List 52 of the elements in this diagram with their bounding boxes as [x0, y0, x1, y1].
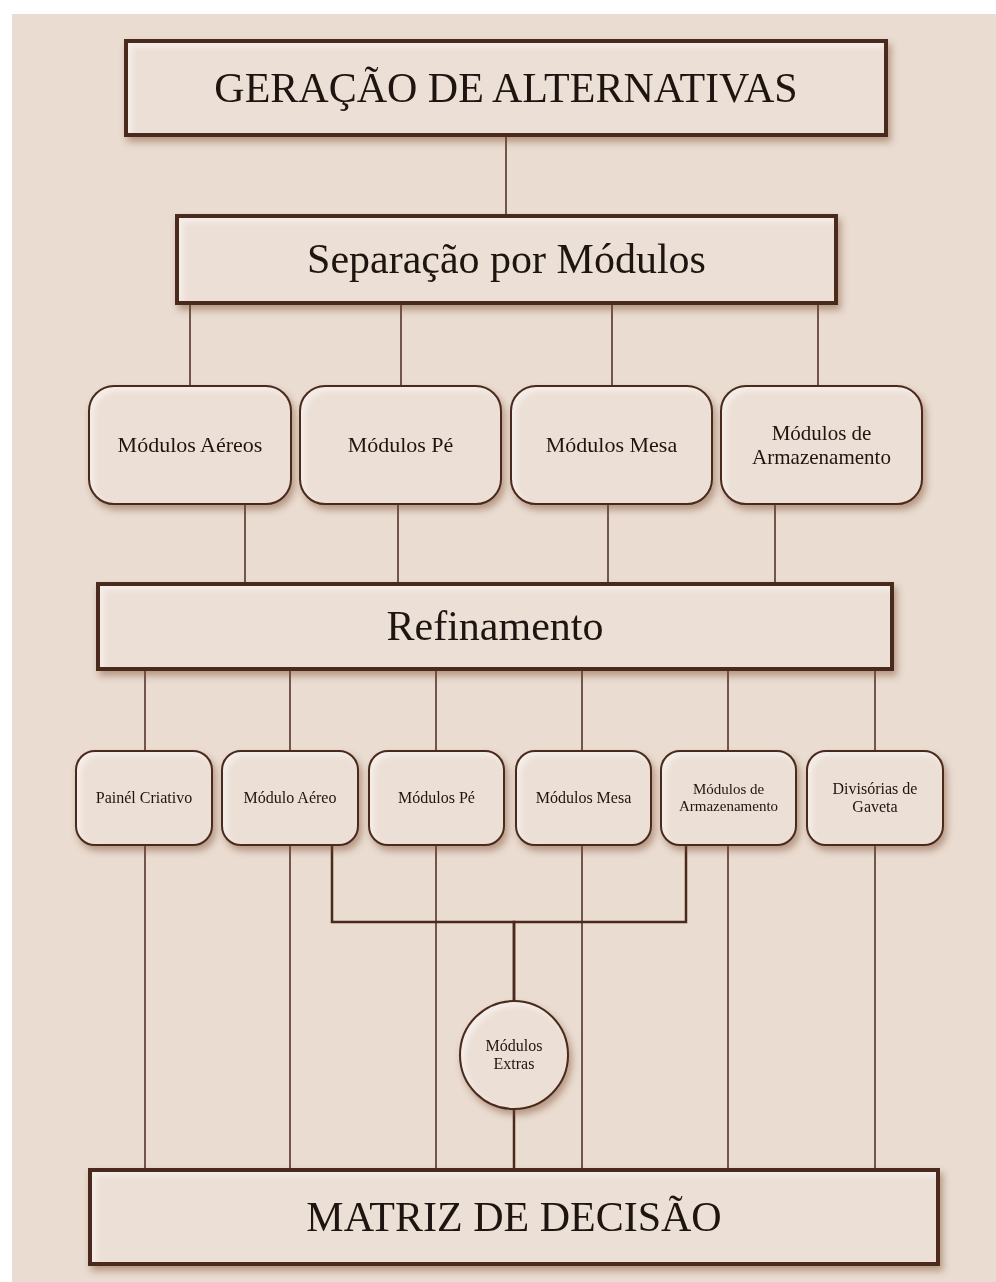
box-label: Módulos de Armazenamento: [751, 420, 892, 470]
connector-line: [581, 845, 583, 1169]
connector-line: [727, 845, 729, 1169]
connector-line: [435, 670, 437, 751]
rounded-box: [88, 385, 292, 505]
rounded-box: [510, 385, 713, 505]
connector-line: [607, 504, 609, 583]
connector-line: [144, 845, 146, 1169]
connector-line: [400, 304, 402, 386]
connector-line: [512, 1110, 516, 1168]
box-label: Módulos Pé: [347, 432, 454, 458]
process-box: [96, 582, 894, 671]
box-label: MATRIZ DE DECISÃO: [306, 1192, 722, 1242]
connector-line: [289, 670, 291, 751]
process-box: [175, 214, 838, 305]
connector-line: [727, 670, 729, 751]
rounded-box: [221, 750, 359, 846]
connector-line: [397, 504, 399, 583]
box-label: Divisórias de Gaveta: [831, 779, 919, 817]
rounded-box: [75, 750, 213, 846]
box-label: Módulos Mesa: [545, 432, 678, 458]
box-label: Módulos de Armazenamento: [677, 780, 780, 816]
rounded-box: [720, 385, 923, 505]
box-label: Refinamento: [386, 602, 604, 651]
process-box: [124, 39, 888, 137]
connector-line: [144, 670, 146, 751]
connector-line: [774, 504, 776, 583]
box-label: Módulos Extras: [484, 1036, 544, 1074]
rounded-box: [806, 750, 944, 846]
rounded-box: [368, 750, 505, 846]
connector-line: [611, 304, 613, 386]
connector-line: [505, 136, 507, 215]
connector-line: [874, 845, 876, 1169]
connector-line: [874, 670, 876, 751]
rounded-box: [515, 750, 652, 846]
process-box: [88, 1168, 940, 1266]
rounded-box: [299, 385, 502, 505]
connector-line: [512, 846, 688, 1000]
connector-line: [581, 670, 583, 751]
connector-line: [289, 845, 291, 1169]
connector-line: [817, 304, 819, 386]
box-label: Módulos Mesa: [535, 788, 632, 808]
connector-line: [244, 504, 246, 583]
connector-line: [189, 304, 191, 386]
box-label: Módulo Aéreo: [243, 788, 337, 808]
box-label: Separação por Módulos: [307, 235, 706, 284]
box-label: Painél Criativo: [95, 788, 193, 808]
rounded-box: [660, 750, 797, 846]
connector-line: [435, 845, 437, 1169]
box-label: GERAÇÃO DE ALTERNATIVAS: [214, 63, 798, 113]
box-label: Módulos Aéreos: [117, 432, 263, 458]
box-label: Módulos Pé: [398, 788, 475, 808]
